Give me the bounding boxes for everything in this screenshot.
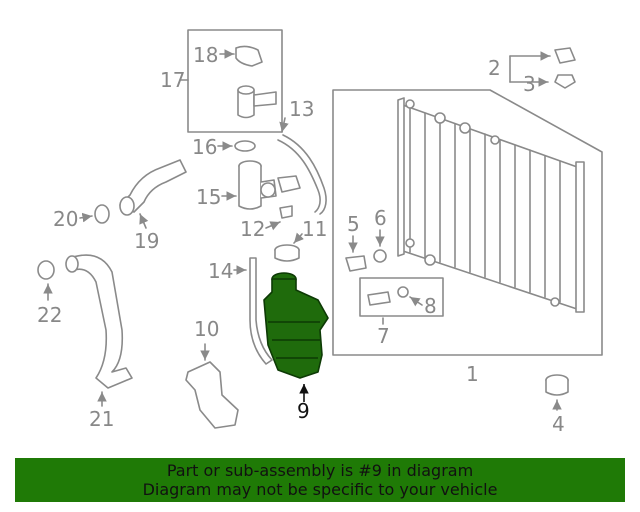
label-3: 3 (523, 72, 536, 96)
upper-hose-part-19[interactable] (119, 159, 187, 229)
label-20: 20 (53, 207, 78, 231)
parts-diagram: 1 2 3 4 5 6 7 8 9 10 11 12 13 14 15 16 1… (37, 29, 603, 436)
mount-cushion-part-4[interactable] (545, 374, 569, 411)
tank-bracket-part-10[interactable] (185, 343, 239, 429)
label-15: 15 (196, 185, 221, 209)
label-16: 16 (192, 135, 217, 159)
label-22: 22 (37, 303, 62, 327)
nut-part-3[interactable] (509, 74, 576, 89)
radiator-assembly[interactable] (332, 89, 603, 356)
hose-clip-part-12[interactable] (265, 205, 293, 231)
sensor-part-5[interactable] (345, 235, 367, 272)
o-ring-part-6[interactable] (373, 229, 387, 263)
label-13: 13 (289, 97, 314, 121)
label-10: 10 (194, 317, 219, 341)
label-7: 7 (377, 324, 390, 348)
thermostat-housing-group-part-17[interactable] (179, 29, 283, 133)
lower-hose-part-21[interactable] (65, 254, 133, 407)
label-21: 21 (89, 407, 114, 431)
drain-plug-group-part-7[interactable] (359, 277, 444, 325)
label-5: 5 (347, 212, 360, 236)
label-2: 2 (488, 56, 501, 80)
hose-clamp-part-22[interactable] (37, 260, 55, 301)
hose-clamp-part-16[interactable] (217, 140, 256, 152)
tank-cap-part-11[interactable] (274, 232, 304, 262)
o-ring-part-8[interactable] (397, 286, 423, 307)
label-1: 1 (466, 362, 479, 386)
water-outlet-part-15[interactable] (221, 160, 301, 210)
label-9: 9 (297, 399, 310, 423)
label-11: 11 (302, 217, 327, 241)
banner-line-2: Diagram may not be specific to your vehi… (142, 480, 498, 499)
hose-clamp-part-20[interactable] (79, 204, 110, 224)
label-19: 19 (134, 229, 159, 253)
info-banner: Part or sub-assembly is #9 in diagram Di… (15, 458, 625, 502)
label-18: 18 (193, 43, 218, 67)
label-8: 8 (424, 294, 437, 318)
cap-part-18[interactable] (219, 45, 263, 67)
bracket-part-2[interactable] (509, 47, 576, 83)
label-12: 12 (240, 217, 265, 241)
label-14: 14 (208, 259, 233, 283)
label-6: 6 (374, 206, 387, 230)
label-17: 17 (160, 68, 185, 92)
siphon-hose-part-14[interactable] (233, 257, 273, 365)
banner-line-1: Part or sub-assembly is #9 in diagram (166, 461, 474, 480)
label-4: 4 (552, 412, 565, 436)
reserve-tank-part-9[interactable] (263, 272, 329, 402)
overflow-hose-part-13[interactable] (277, 117, 327, 215)
